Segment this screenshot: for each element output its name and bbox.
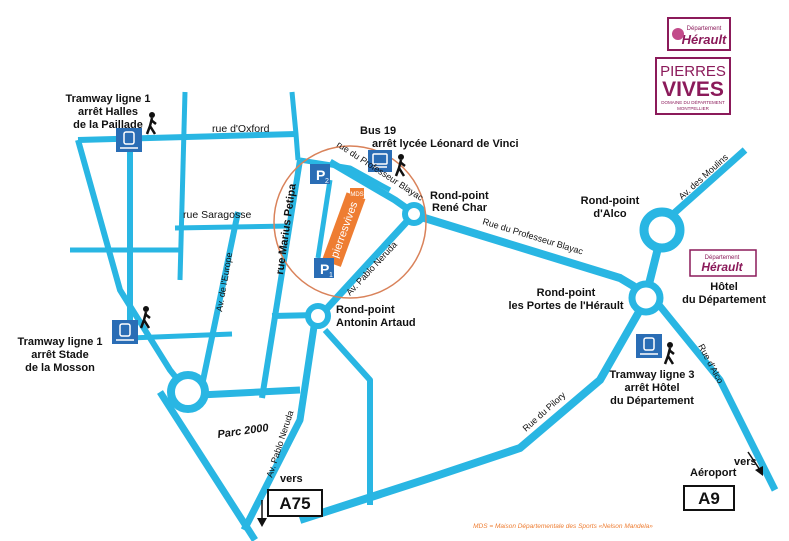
road-neruda-north xyxy=(317,213,415,319)
svg-text:A75: A75 xyxy=(279,494,310,513)
roundabout-portes-herault xyxy=(628,280,664,316)
hotel-label-1: Hôtel xyxy=(710,281,738,293)
pedestrian-icon xyxy=(145,112,157,135)
site-circle xyxy=(273,145,427,299)
tram3-place: du Département xyxy=(610,395,694,407)
road-neruda-south xyxy=(240,319,319,532)
roundabout-alco xyxy=(639,207,685,253)
pedestrian-icon xyxy=(394,154,406,177)
roundabout-antonin-artaud xyxy=(305,303,331,329)
svg-text:Hérault: Hérault xyxy=(682,32,727,47)
direction-a9: vers Aéroport A9 xyxy=(683,451,763,511)
road-mid-vertical xyxy=(177,91,188,281)
hotel-label-2: du Département xyxy=(682,294,766,306)
svg-text:PIERRES: PIERRES xyxy=(660,63,726,80)
bus19-line: Bus 19 xyxy=(360,125,396,137)
tram1-paillade-stop: arrêt Halles xyxy=(78,106,138,118)
svg-text:P: P xyxy=(320,261,329,277)
street-alco: Rue d'Alco xyxy=(696,342,725,385)
road-artaud-south xyxy=(322,327,373,505)
tram3-line: Tramway ligne 3 xyxy=(610,369,695,381)
svg-text:Hérault: Hérault xyxy=(701,260,743,274)
street-europe: Av. de l'Europe xyxy=(214,252,234,313)
alco-label-2: d'Alco xyxy=(593,208,626,220)
street-moulins: Av. des Moulins xyxy=(677,152,731,202)
street-pablo-neruda-1: Av. Pablo Neruda xyxy=(344,240,399,298)
road-site-north xyxy=(299,157,392,193)
tram-icon xyxy=(116,128,142,152)
road-parking xyxy=(315,179,333,259)
road-alco xyxy=(652,297,779,492)
department-logo: Département Hérault xyxy=(667,17,731,51)
road-pilory xyxy=(298,308,644,524)
pedestrian-icon xyxy=(139,306,151,329)
bus19-stop: arrêt lycée Léonard de Vinci xyxy=(372,138,519,150)
tram1-mosson-stop: arrêt Stade xyxy=(31,349,88,361)
bus-icon xyxy=(368,150,392,172)
tram-icon xyxy=(112,320,138,344)
svg-text:P: P xyxy=(316,167,325,183)
svg-text:Département: Département xyxy=(687,26,722,32)
svg-text:DOMAINE DU DÉPARTEMENT: DOMAINE DU DÉPARTEMENT xyxy=(661,99,725,105)
svg-text:VIVES: VIVES xyxy=(662,78,724,101)
portes-label-2: les Portes de l'Hérault xyxy=(508,300,623,312)
svg-text:2: 2 xyxy=(325,178,329,185)
road-oxford-north xyxy=(289,91,301,161)
department-logo-small xyxy=(689,249,757,277)
arrow-down-icon xyxy=(257,518,267,527)
svg-text:MONTPELLIER: MONTPELLIER xyxy=(677,106,710,111)
street-saragosse: rue Saragosse xyxy=(183,209,251,221)
tram1-mosson-place: de la Mosson xyxy=(25,362,95,374)
tram-icon xyxy=(636,334,662,358)
road-south-west xyxy=(157,390,258,541)
road-parc2000 xyxy=(199,386,301,399)
a9-sign xyxy=(683,485,735,511)
rene-char-label-2: René Char xyxy=(432,202,488,214)
roundabouts xyxy=(167,202,685,413)
aeroport-label: Aéroport xyxy=(690,467,737,479)
mds-building: MDS xyxy=(350,188,364,198)
svg-text:Département: Département xyxy=(705,255,740,261)
road-west-loop xyxy=(75,139,193,397)
mds-label: MDS xyxy=(350,192,363,198)
parking-p1-icon: P 1 xyxy=(314,258,334,279)
roundabout-labels: Rond-point René Char Rond-point Antonin … xyxy=(336,190,640,329)
hotel-departement-marker: Département Hérault Hôtel du Département xyxy=(682,249,766,306)
rene-char-label-1: Rond-point xyxy=(430,190,489,202)
tram1-mosson-line: Tramway ligne 1 xyxy=(18,336,103,348)
svg-text:A9: A9 xyxy=(698,489,720,508)
tram1-paillade-place: de la Paillade xyxy=(73,119,143,131)
heart-icon xyxy=(672,28,684,40)
artaud-label-2: Antonin Artaud xyxy=(336,317,416,329)
roundabout-west xyxy=(167,371,209,413)
vers-a75-label: vers xyxy=(280,473,303,485)
artaud-label-1: Rond-point xyxy=(336,304,395,316)
tram1-paillade-line: Tramway ligne 1 xyxy=(66,93,151,105)
road-network xyxy=(70,91,779,541)
stop-labels: Tramway ligne 1 arrêt Halles de la Paill… xyxy=(18,93,695,407)
tram3-stop: arrêt Hôtel xyxy=(624,382,679,394)
pierres-vives-logo: PIERRES VIVES DOMAINE DU DÉPARTEMENT MON… xyxy=(655,57,731,115)
portes-label-1: Rond-point xyxy=(537,287,596,299)
road-europe xyxy=(197,211,241,396)
direction-a75: vers A75 xyxy=(257,473,323,527)
a75-sign xyxy=(267,489,323,517)
road-oxford xyxy=(77,131,297,143)
arrow-down-right-icon xyxy=(755,466,763,476)
svg-text:1: 1 xyxy=(329,272,333,279)
road-blayac-long xyxy=(416,212,643,294)
roundabout-rene-char xyxy=(402,202,426,226)
parking-p2-icon: P 2 xyxy=(310,164,330,185)
road-petipa xyxy=(259,159,303,399)
road-moulins xyxy=(669,147,748,218)
vers-aeroport-label: vers xyxy=(734,456,757,468)
street-oxford: rue d'Oxford xyxy=(212,123,270,135)
parc-2000-label: Parc 2000 xyxy=(217,422,270,441)
footnote: MDS = Maison Départementale des Sports «… xyxy=(473,523,653,530)
pedestrian-icon xyxy=(663,342,675,365)
alco-label-1: Rond-point xyxy=(581,195,640,207)
